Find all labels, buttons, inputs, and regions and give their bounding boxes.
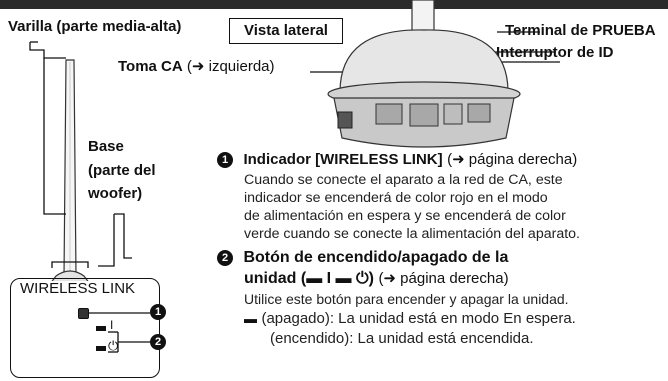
panel-marker-2: 2 bbox=[150, 334, 166, 350]
base-sublabel-2: woofer) bbox=[88, 185, 143, 202]
rod-label: Varilla (parte media-alta) bbox=[8, 18, 182, 35]
item-2-heading-row: 2 Botón de encendido/apagado de la bbox=[217, 248, 508, 268]
on-mark-bar bbox=[96, 326, 106, 331]
item-1-heading: Indicador [WIRELESS LINK] bbox=[243, 151, 443, 168]
item-2-line-1: Utilice este botón para encender y apaga… bbox=[244, 291, 569, 307]
item-1-line-3: de alimentación en espera y se encenderá… bbox=[244, 208, 566, 224]
item-2-heading-line-1: Botón de encendido/apagado de la bbox=[243, 249, 509, 266]
item-1-line-4: verde cuando se conecte la alimentación … bbox=[244, 226, 580, 242]
item-2-symbols: ▬ I ▬ ⏻ bbox=[306, 270, 369, 287]
item-2-off-text: (apagado): La unidad está en modo En esp… bbox=[261, 310, 576, 327]
test-terminal-label: Terminal de PRUEBA bbox=[505, 22, 656, 39]
item-2-number: 2 bbox=[217, 250, 233, 266]
panel-marker-1: 1 bbox=[150, 304, 166, 320]
item-1-line-2: indicador se encenderá de color rojo en … bbox=[244, 190, 548, 206]
item-1-heading-row: 1 Indicador [WIRELESS LINK] (➜ página de… bbox=[217, 150, 577, 169]
wireless-link-panel bbox=[10, 278, 160, 378]
ac-outlet-label: Toma CA (➜ izquierda) bbox=[118, 58, 275, 76]
item-2-off-row: ▬ (apagado): La unidad está en modo En e… bbox=[244, 310, 576, 328]
item-2-on-text: (encendido): La unidad está encendida. bbox=[270, 330, 534, 347]
base-label: Base bbox=[88, 138, 124, 155]
item-1-ref: (➜ página derecha) bbox=[447, 151, 578, 168]
base-sublabel-1: (parte del bbox=[88, 162, 156, 179]
top-band bbox=[0, 0, 668, 9]
wireless-link-title: WIRELESS LINK bbox=[20, 280, 136, 297]
wireless-link-indicator bbox=[78, 308, 89, 319]
item-2-ref: (➜ página derecha) bbox=[378, 270, 509, 287]
item-2-heading-line-2: unidad ( bbox=[244, 270, 307, 287]
side-view-illustration bbox=[327, 0, 521, 148]
side-view-title: Vista lateral bbox=[229, 18, 343, 44]
item-1-number: 1 bbox=[217, 152, 233, 168]
id-switch-label: Interruptor de ID bbox=[496, 44, 614, 61]
off-symbol: ▬ bbox=[244, 311, 257, 326]
standby-mark-bar bbox=[96, 346, 106, 351]
item-2-heading-close: ) bbox=[368, 270, 374, 287]
item-1-line-1: Cuando se conecte el aparato a la red de… bbox=[244, 172, 563, 188]
on-mark: I bbox=[110, 318, 114, 332]
ac-outlet-title: Toma CA bbox=[118, 58, 183, 75]
item-2-heading-line-2-row: unidad (▬ I ▬ ⏻) (➜ página derecha) bbox=[244, 269, 509, 289]
standby-mark: ⏻ bbox=[108, 338, 119, 353]
ac-outlet-ref: (➜ izquierda) bbox=[186, 58, 275, 75]
